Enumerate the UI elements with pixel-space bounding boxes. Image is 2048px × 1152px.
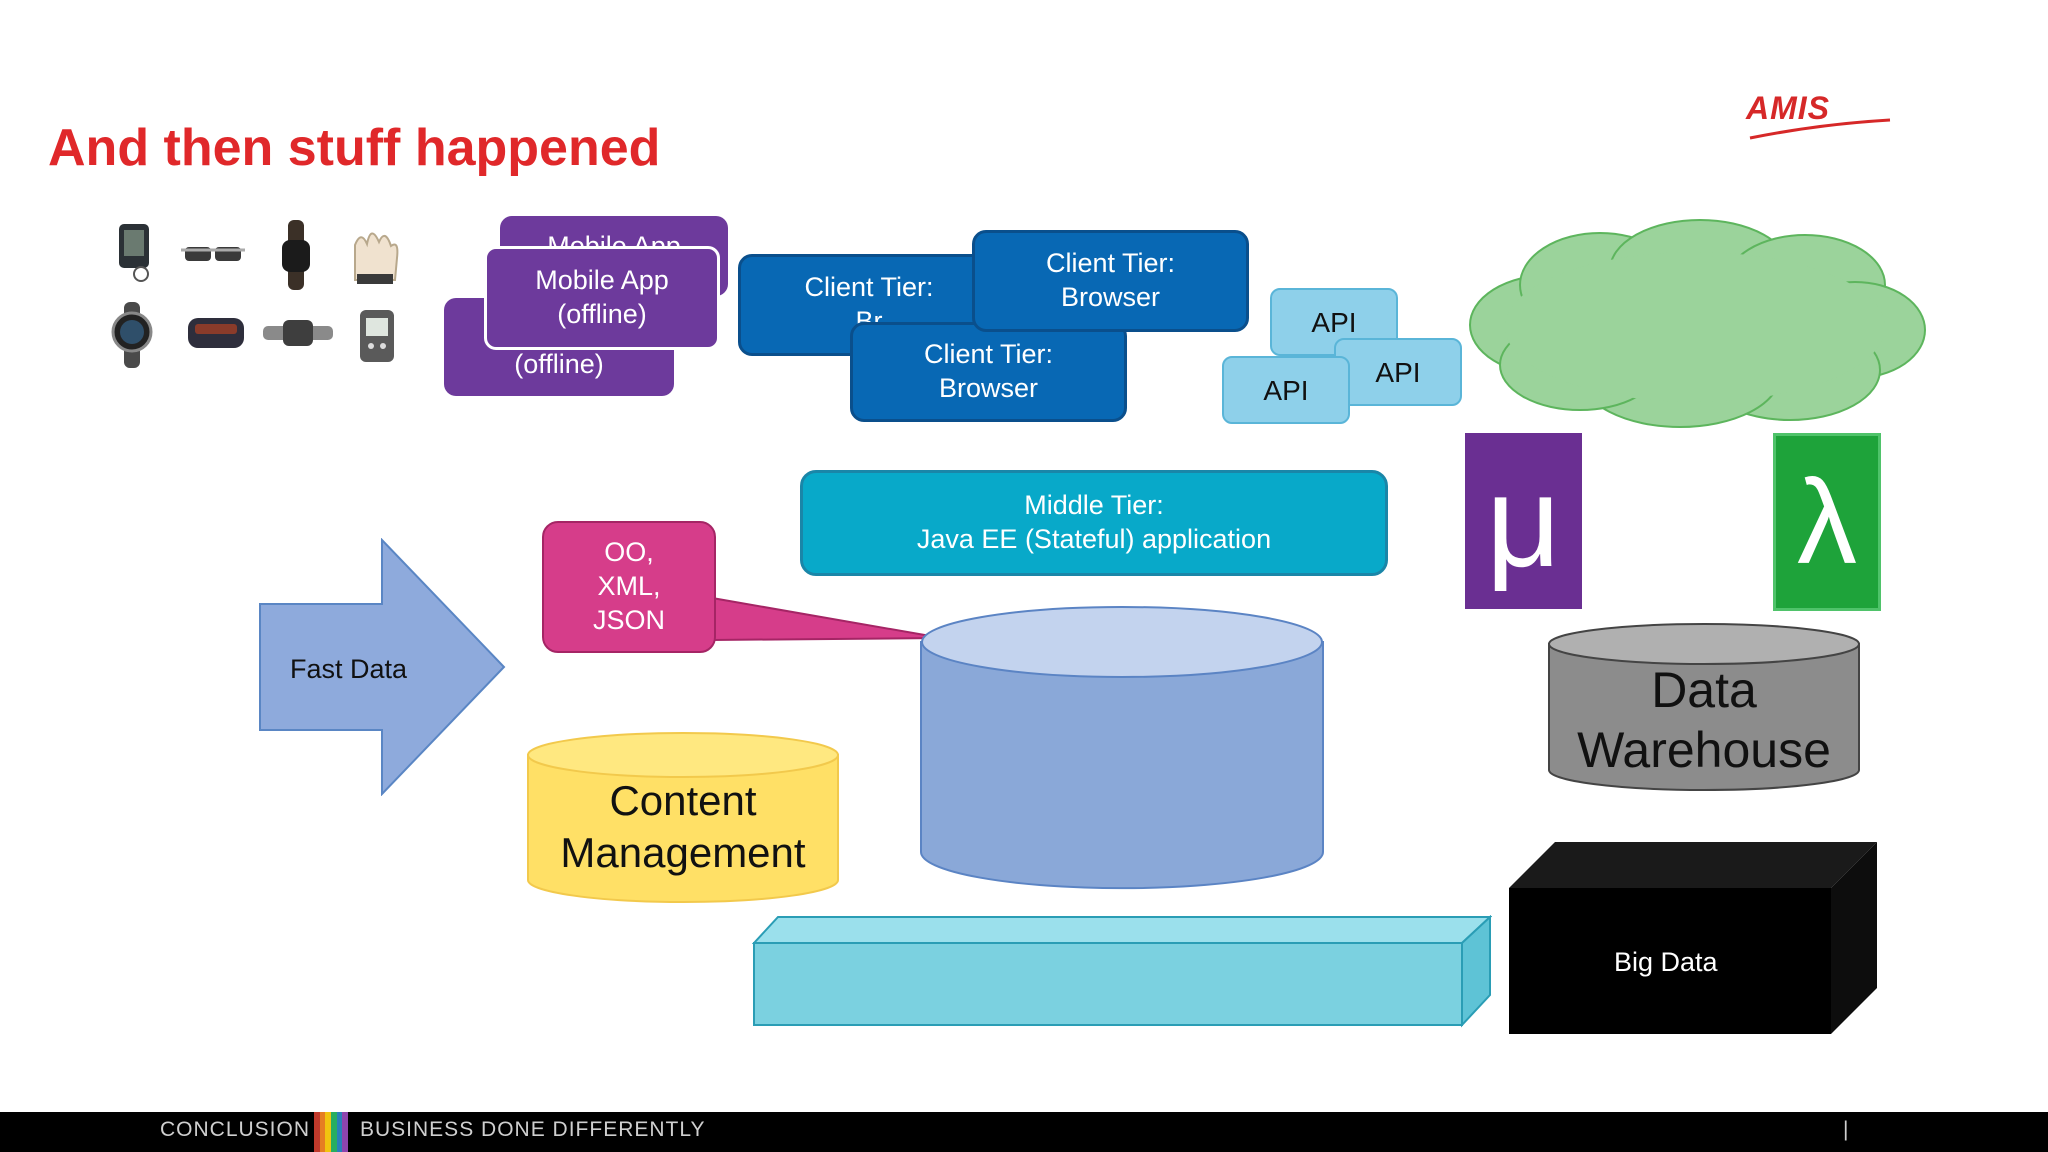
wearable-devices-group bbox=[111, 220, 399, 368]
glove-icon bbox=[354, 232, 399, 284]
footer-tagline: BUSINESS DONE DIFFERENTLY bbox=[360, 1118, 706, 1141]
mobile-app-front-box: Mobile App (offline) bbox=[484, 246, 720, 350]
lambda-symbol: λ bbox=[1797, 455, 1857, 589]
fitness-band-icon bbox=[263, 320, 333, 346]
big-data-block bbox=[1509, 842, 1877, 1034]
api-box-3: API bbox=[1222, 356, 1350, 424]
api-label-1: API bbox=[1311, 306, 1357, 338]
fast-data-arrow bbox=[259, 538, 506, 796]
footer-marker: | bbox=[1843, 1118, 1850, 1141]
data-formats-label: OO, XML, JSON bbox=[592, 537, 665, 635]
lambda-tile: λ bbox=[1773, 433, 1881, 611]
mobile-app-front-label: Mobile App (offline) bbox=[535, 265, 669, 329]
device-icon bbox=[360, 310, 394, 362]
slide-title: And then stuff happened bbox=[48, 119, 661, 177]
smart-glasses-icon bbox=[181, 247, 245, 261]
api-label-2: API bbox=[1375, 356, 1421, 388]
headband-icon bbox=[188, 318, 244, 348]
tablet-icon bbox=[119, 224, 149, 282]
footer-color-bars bbox=[314, 1112, 349, 1152]
mobile-app-bottom-label: (offline) bbox=[514, 349, 604, 380]
logo-text: AMIS bbox=[1746, 90, 1830, 126]
fast-data-label: Fast Data bbox=[290, 654, 408, 684]
api-label-3: API bbox=[1263, 374, 1309, 406]
footer-section: CONCLUSION bbox=[160, 1118, 311, 1141]
callout-pointer bbox=[711, 596, 943, 642]
cloud-shape bbox=[1469, 219, 1926, 428]
api-box-2: API bbox=[1334, 338, 1462, 406]
data-warehouse-cylinder bbox=[1548, 623, 1860, 791]
amis-logo: AMIS bbox=[1740, 88, 1900, 148]
slide-footer: CONCLUSION BUSINESS DONE DIFFERENTLY | bbox=[0, 1112, 2048, 1152]
bus-bar bbox=[752, 915, 1492, 1028]
content-management-label: Content Management bbox=[560, 776, 806, 877]
logo-swoosh-icon bbox=[1749, 118, 1891, 140]
micro-tile: μ bbox=[1465, 433, 1582, 609]
middle-tier-box: Middle Tier: Java EE (Stateful) applicat… bbox=[800, 470, 1388, 576]
middle-tier-label: Middle Tier: Java EE (Stateful) applicat… bbox=[916, 490, 1272, 554]
content-management-cylinder bbox=[527, 732, 839, 903]
client-tier-bottom-box: Client Tier: Browser bbox=[850, 322, 1127, 422]
smartwatch-icon bbox=[282, 220, 310, 290]
round-watch-icon bbox=[111, 302, 153, 368]
big-data-label: Big Data bbox=[1614, 947, 1718, 977]
client-tier-top-label: Client Tier: Browser bbox=[1045, 248, 1176, 312]
client-tier-left-label: Client Tier: Br bbox=[804, 272, 934, 336]
database-cylinder bbox=[920, 606, 1324, 890]
client-tier-bottom-label: Client Tier: Browser bbox=[923, 339, 1054, 403]
client-tier-top-box: Client Tier: Browser bbox=[972, 230, 1249, 332]
micro-symbol: μ bbox=[1486, 448, 1561, 594]
data-warehouse-label: Data Warehouse bbox=[1577, 662, 1831, 778]
data-formats-callout: OO, XML, JSON bbox=[542, 521, 716, 653]
